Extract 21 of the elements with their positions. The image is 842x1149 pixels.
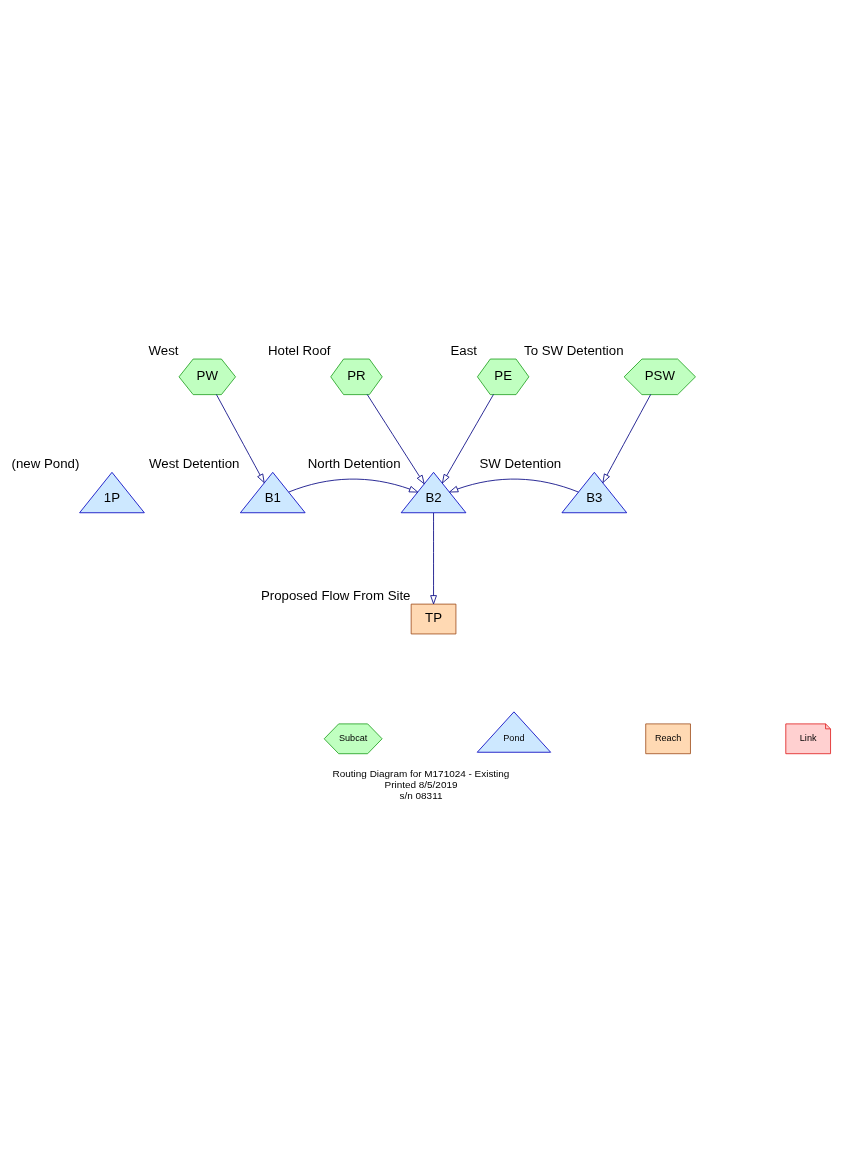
arrow — [449, 478, 579, 493]
label: Printed 8/5/2019 — [384, 778, 458, 790]
node-label: Hotel Roof — [267, 342, 331, 358]
arrow — [602, 394, 652, 483]
arrow — [215, 394, 265, 483]
node-label: East — [450, 342, 478, 358]
node-label: North Detention — [307, 456, 401, 472]
node-box: Reach — [645, 723, 691, 755]
arrow — [288, 478, 419, 493]
diagram-title: Routing Diagram for M171024 - Existing — [332, 768, 510, 779]
node-box: TP — [410, 603, 457, 635]
node-label: To SW Detention — [524, 342, 624, 358]
arrow — [366, 394, 425, 485]
node-label: (new Pond) — [11, 456, 80, 472]
arrow — [442, 394, 494, 484]
arrow — [430, 512, 437, 605]
label: s/n 08311 — [399, 789, 443, 801]
node-label: SW Detention — [479, 456, 562, 472]
node-label: West — [148, 342, 179, 358]
node-label: West Detention — [149, 456, 240, 472]
node-label: Proposed Flow From Site — [261, 587, 411, 603]
